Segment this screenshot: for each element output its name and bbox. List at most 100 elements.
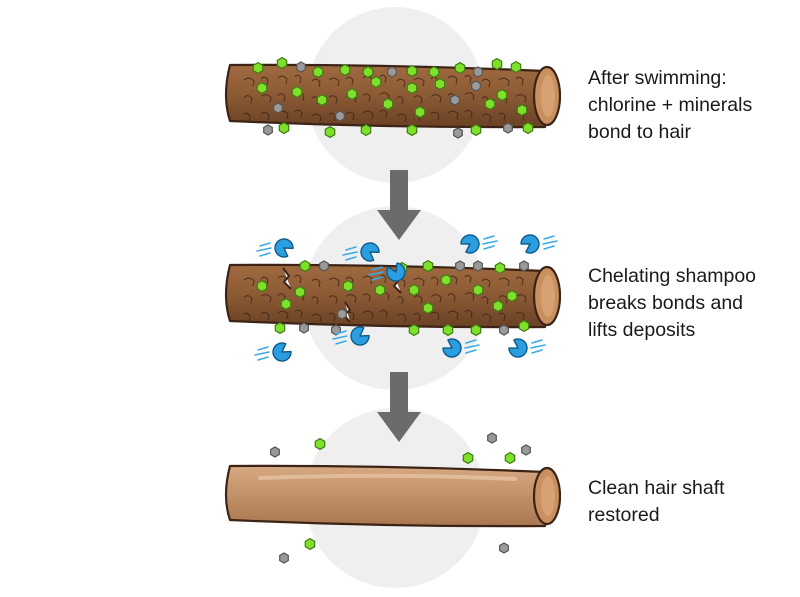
green-hexagon-icon-19: [406, 81, 418, 95]
gray-hexagon-icon-72: [521, 444, 531, 456]
down-arrow-icon-2: [377, 372, 421, 442]
hair-shaft-treating: [224, 263, 562, 329]
gray-hexagon-icon-3: [296, 61, 306, 73]
gray-hexagon-icon-70: [487, 432, 497, 444]
green-hexagon-icon-64: [470, 323, 482, 337]
green-hexagon-icon-59: [274, 321, 286, 335]
chelators: [254, 234, 558, 362]
green-hexagon-icon-1: [252, 61, 264, 75]
green-hexagon-icon-58: [492, 299, 504, 313]
stage-1-label-line-1: After swimming:: [588, 67, 727, 89]
gray-hexagon-icon-65: [499, 324, 509, 336]
blue-pacman-chelator-icon-7: [332, 326, 370, 346]
gray-hexagon-icon-27: [450, 94, 460, 106]
green-hexagon-icon-53: [472, 283, 484, 297]
gray-hexagon-icon-24: [335, 110, 345, 122]
blue-pacman-chelator-icon-4: [520, 234, 558, 254]
particles: [252, 56, 534, 564]
green-hexagon-icon-57: [422, 301, 434, 315]
green-hexagon-icon-33: [360, 123, 372, 137]
gray-hexagon-icon-7: [387, 66, 397, 78]
gray-hexagon-icon-11: [473, 66, 483, 78]
green-hexagon-icon-49: [342, 279, 354, 293]
gray-hexagon-icon-46: [519, 260, 529, 272]
hair-crack-1: [282, 267, 292, 290]
green-hexagon-icon-22: [496, 88, 508, 102]
stage-1-label-line-2: chlorine + minerals: [588, 94, 753, 116]
stage-2-label-line-2: breaks bonds and: [588, 292, 744, 314]
green-hexagon-icon-74: [304, 537, 316, 551]
green-hexagon-icon-51: [408, 283, 420, 297]
stage-2-label: Chelating shampoo breaks bonds and lifts…: [588, 263, 793, 344]
stage-3-label-line-1: Clean hair shaft: [588, 477, 725, 499]
hair-shaft-dirty-cut-end-core: [541, 75, 555, 117]
green-hexagon-icon-38: [522, 121, 534, 135]
hair-shaft-dirty-cuticle-marks: [243, 74, 527, 123]
hair-crack-3: [343, 301, 351, 323]
green-hexagon-icon-5: [339, 63, 351, 77]
green-hexagon-icon-68: [314, 437, 326, 451]
green-hexagon-icon-34: [406, 123, 418, 137]
green-hexagon-icon-42: [422, 259, 434, 273]
hair-shaft-clean-highlight: [258, 473, 517, 481]
gray-hexagon-icon-40: [319, 260, 329, 272]
green-hexagon-icon-13: [510, 60, 522, 74]
green-hexagon-icon-63: [442, 323, 454, 337]
green-hexagon-icon-45: [494, 261, 506, 275]
gray-hexagon-icon-60: [299, 322, 309, 334]
green-hexagon-icon-32: [324, 125, 336, 139]
gray-hexagon-icon-30: [263, 124, 273, 136]
green-hexagon-icon-36: [470, 123, 482, 137]
gray-hexagon-icon-61: [331, 324, 341, 336]
green-hexagon-icon-9: [428, 65, 440, 79]
stage-3-label-line-2: restored: [588, 504, 660, 526]
green-hexagon-icon-52: [440, 273, 452, 287]
green-hexagon-icon-18: [370, 75, 382, 89]
green-hexagon-icon-28: [484, 97, 496, 111]
blue-pacman-chelator-icon-9: [508, 338, 546, 358]
green-hexagon-icon-55: [280, 297, 292, 311]
hair-shaft-clean: [224, 464, 562, 528]
stage-3-label: Clean hair shaft restored: [588, 475, 793, 529]
green-hexagon-icon-31: [278, 121, 290, 135]
green-hexagon-icon-20: [434, 77, 446, 91]
blue-pacman-chelator-icon-2: [342, 242, 380, 262]
arrows: [377, 170, 421, 442]
gray-hexagon-icon-21: [471, 80, 481, 92]
gray-hexagon-icon-56: [337, 308, 347, 320]
green-hexagon-icon-66: [518, 319, 530, 333]
green-hexagon-icon-16: [316, 93, 328, 107]
blue-pacman-chelator-icon-5: [368, 262, 406, 282]
hair-shaft-treating-cut-end-core: [541, 275, 555, 317]
green-hexagon-icon-54: [506, 289, 518, 303]
blue-pacman-chelator-icon-1: [256, 238, 294, 258]
stage-2-label-line-3: lifts deposits: [588, 319, 696, 341]
gray-hexagon-icon-43: [455, 260, 465, 272]
green-hexagon-icon-2: [276, 56, 288, 70]
gray-hexagon-icon-23: [273, 102, 283, 114]
green-hexagon-icon-8: [406, 64, 418, 78]
green-hexagon-icon-29: [516, 103, 528, 117]
green-hexagon-icon-4: [312, 65, 324, 79]
green-hexagon-icon-48: [294, 285, 306, 299]
green-hexagon-icon-17: [346, 87, 358, 101]
green-hexagon-icon-10: [454, 61, 466, 75]
gray-hexagon-icon-35: [453, 127, 463, 139]
stage-2-label-line-1: Chelating shampoo: [588, 265, 757, 287]
gray-hexagon-icon-44: [473, 260, 483, 272]
green-hexagon-icon-26: [414, 105, 426, 119]
green-hexagon-icon-62: [408, 323, 420, 337]
hair-shaft-clean-cut-end-core: [541, 476, 555, 516]
green-hexagon-icon-50: [374, 283, 386, 297]
blue-pacman-chelator-icon-3: [460, 234, 498, 254]
green-hexagon-icon-47: [256, 279, 268, 293]
gray-hexagon-icon-67: [270, 446, 280, 458]
gray-hexagon-icon-37: [503, 122, 513, 134]
stage-1-label-line-3: bond to hair: [588, 121, 691, 143]
green-hexagon-icon-25: [382, 97, 394, 111]
blue-pacman-chelator-icon-8: [442, 338, 480, 358]
green-hexagon-icon-71: [504, 451, 516, 465]
green-hexagon-icon-6: [362, 65, 374, 79]
green-hexagon-icon-69: [462, 451, 474, 465]
